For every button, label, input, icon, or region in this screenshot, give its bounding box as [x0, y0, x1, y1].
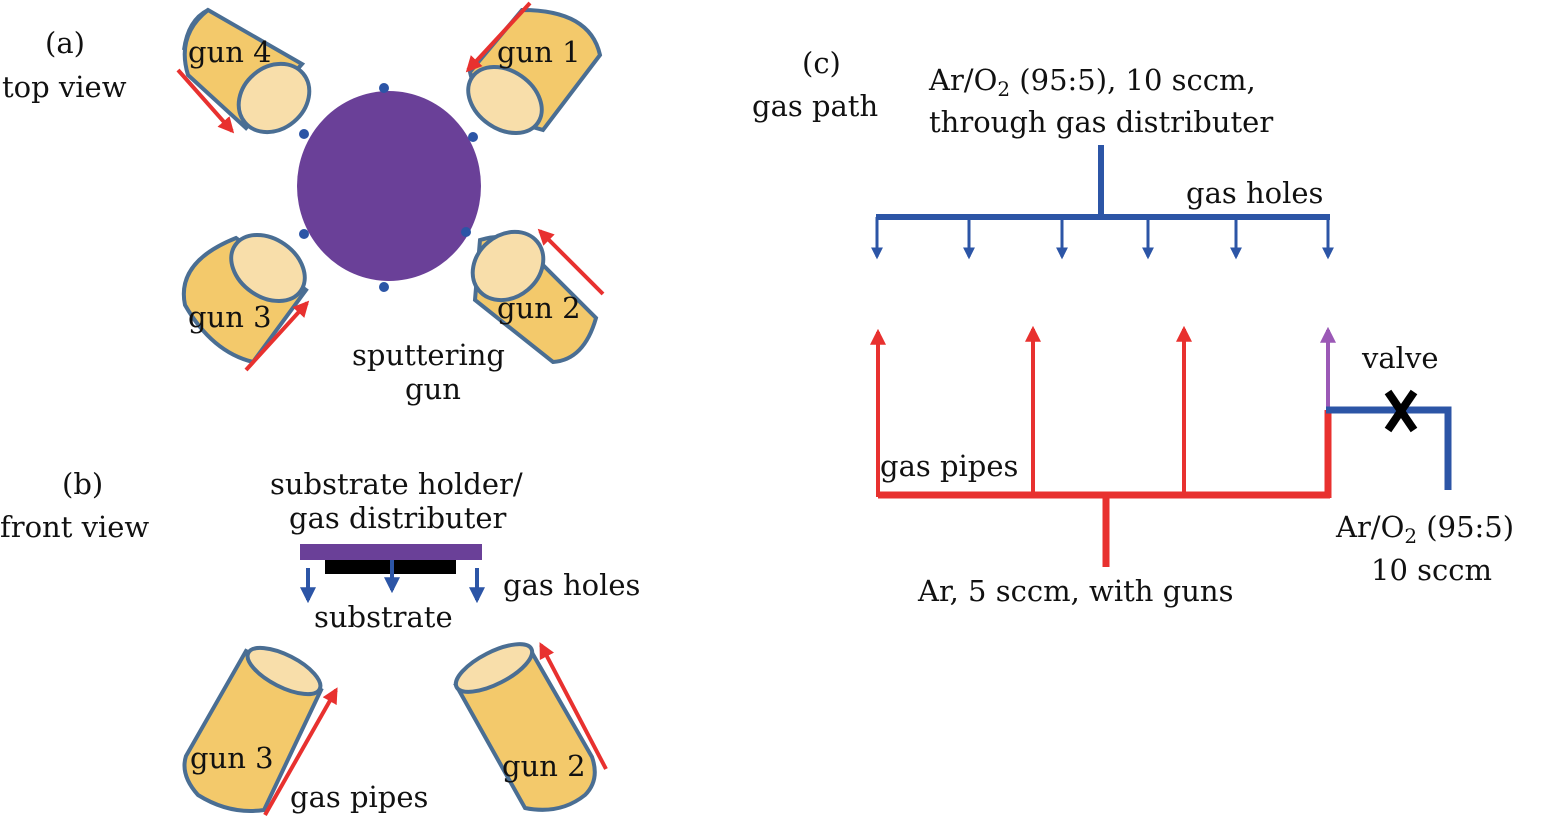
- gun-1-label: gun 1: [497, 35, 581, 69]
- gas-pipe-arrow: [244, 300, 310, 372]
- gas-hole-dot: [468, 132, 478, 142]
- panel-a: (a) top view gun 4 gun 1: [2, 1, 605, 406]
- valve-label: valve: [1361, 341, 1439, 375]
- side-flow-line-2: 10 sccm: [1371, 553, 1492, 587]
- gun-4: gun 4: [182, 7, 312, 135]
- gun-3-front: gun 3: [182, 645, 324, 813]
- gun-3-label: gun 3: [188, 300, 272, 334]
- gas-pipe-arrow: [537, 228, 605, 296]
- panel-b-view: front view: [0, 510, 149, 544]
- gas-hole-dot: [379, 83, 389, 93]
- top-flow-line-1: Ar/O2 (95:5), 10 sccm,: [928, 63, 1256, 101]
- substrate-holder: [300, 544, 482, 560]
- gas-hole-dot: [461, 227, 471, 237]
- panel-b-label: (b): [62, 467, 103, 501]
- chamber-circle: [297, 91, 481, 281]
- side-gas-line: [1326, 406, 1452, 490]
- gun-2: gun 2: [470, 229, 599, 365]
- gun-3: gun 3: [181, 232, 309, 365]
- side-flow-line-1: Ar/O2 (95:5): [1335, 510, 1514, 548]
- panel-a-label: (a): [45, 26, 85, 60]
- gun-4-label: gun 4: [188, 35, 272, 69]
- gun-2-front-label: gun 2: [502, 749, 586, 783]
- top-flow-line-2: through gas distributer: [929, 105, 1273, 139]
- panel-c-title: gas path: [752, 89, 878, 123]
- gas-pipe-arrows: [870, 325, 1192, 497]
- gas-hole-dot: [379, 282, 389, 292]
- gas-hole-arrows: [871, 217, 1334, 260]
- holder-label-1: substrate holder/: [270, 467, 523, 501]
- panel-a-view: top view: [2, 70, 127, 104]
- gas-pipe-arrow: [263, 687, 338, 816]
- gas-pipes: [878, 410, 1332, 567]
- gas-pipes-label-b: gas pipes: [290, 780, 428, 814]
- gas-holes-label-b: gas holes: [503, 568, 640, 602]
- sputtering-label: sputtering: [352, 338, 505, 372]
- bottom-flow-label: Ar, 5 sccm, with guns: [917, 574, 1233, 608]
- gas-hole-dot: [299, 229, 309, 239]
- holder-label-2: gas distributer: [289, 501, 507, 535]
- gun-2-label: gun 2: [497, 291, 581, 325]
- gun-3-front-label: gun 3: [190, 741, 274, 775]
- gas-pipe-arrow: [539, 642, 608, 770]
- gas-hole-dot: [299, 129, 309, 139]
- gun-2-front: gun 2: [453, 642, 597, 812]
- panel-c-label: (c): [802, 46, 841, 80]
- gun-1: gun 1: [466, 7, 603, 136]
- gas-distributer: [876, 145, 1330, 220]
- gas-hole-dots: [299, 83, 478, 292]
- gas-holes-label-c: gas holes: [1186, 176, 1323, 210]
- gas-pipe-arrow: [465, 1, 532, 73]
- valve-icon: [1384, 389, 1418, 433]
- panel-c: (c) gas path Ar/O2 (95:5), 10 sccm, thro…: [752, 46, 1514, 608]
- gas-pipe-arrow: [176, 68, 235, 134]
- gun-label: gun: [405, 372, 461, 406]
- panel-b: (b) front view substrate holder/ gas dis…: [0, 467, 640, 816]
- substrate-label: substrate: [314, 600, 453, 634]
- gas-pipes-label-c: gas pipes: [880, 449, 1018, 483]
